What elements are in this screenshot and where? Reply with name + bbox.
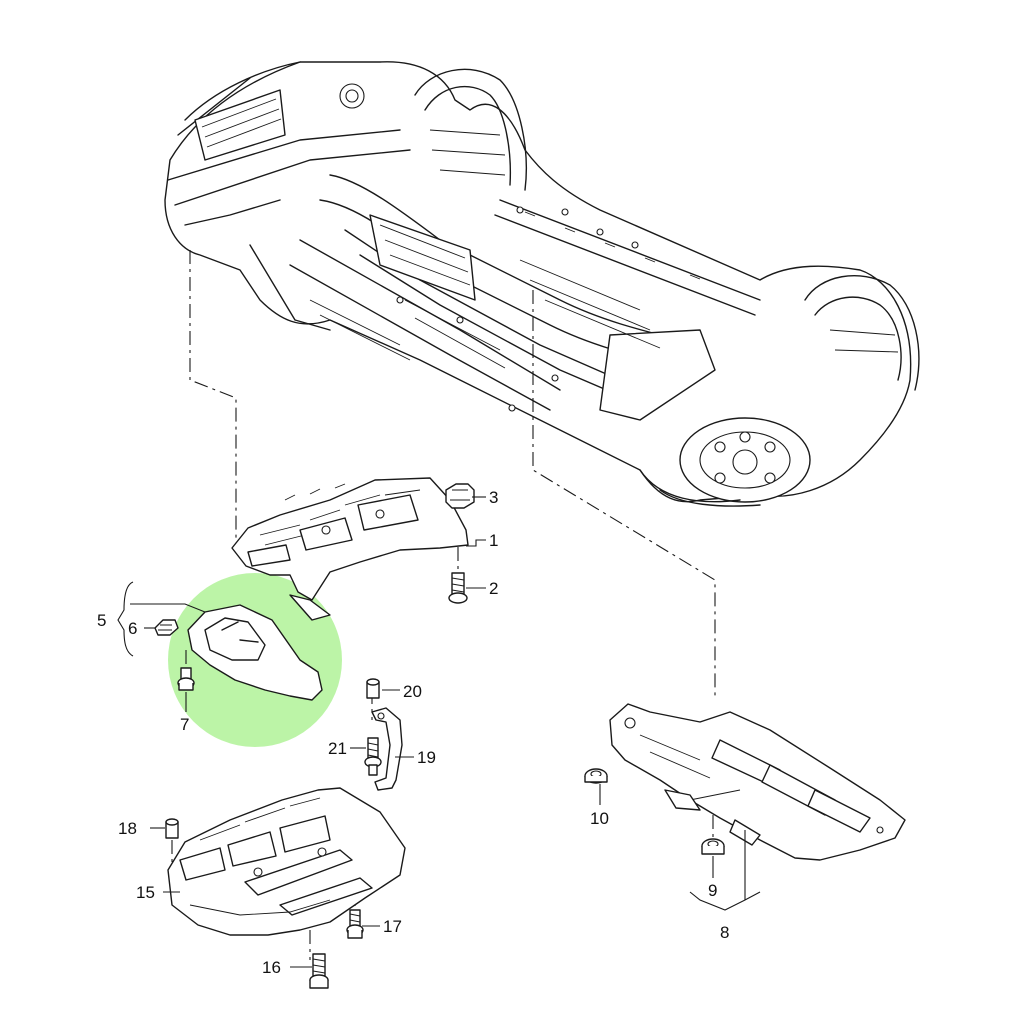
part-18-bolt — [165, 818, 179, 839]
part-15-engine-undershield — [167, 787, 406, 936]
label-part-3: 3 — [489, 488, 498, 507]
leader-lines — [117, 496, 761, 968]
label-part-15: 15 — [136, 883, 155, 902]
part-5-cover-plate — [187, 604, 323, 701]
label-part-10: 10 — [590, 809, 609, 828]
part-19-bracket — [371, 707, 403, 791]
part-8-rear-shield — [609, 703, 906, 861]
part-1-underbody-shield — [231, 477, 469, 621]
label-part-19: 19 — [417, 748, 436, 767]
part-6-clip — [154, 619, 179, 636]
label-part-16: 16 — [262, 958, 281, 977]
part-21-bolt — [364, 737, 382, 776]
part-3-clip — [445, 483, 475, 509]
label-part-2: 2 — [489, 579, 498, 598]
label-part-18: 18 — [118, 819, 137, 838]
label-part-21: 21 — [328, 739, 347, 758]
part-17-bolt — [346, 909, 364, 939]
part-16-bolt — [309, 953, 329, 989]
label-part-8: 8 — [720, 923, 729, 942]
label-part-5: 5 — [97, 611, 106, 630]
vehicle-underbody — [164, 61, 920, 507]
label-part-7: 7 — [180, 715, 189, 734]
part-number-labels: 3 1 2 5 6 7 20 21 19 10 9 8 18 15 17 16 — [97, 488, 729, 977]
part-10-nut — [584, 768, 608, 784]
part-20-bolt — [366, 678, 380, 699]
label-part-6: 6 — [128, 619, 137, 638]
label-part-20: 20 — [403, 682, 422, 701]
part-7-bolt — [177, 667, 195, 691]
label-part-9: 9 — [708, 881, 717, 900]
part-9-nut — [701, 838, 725, 855]
label-part-17: 17 — [383, 917, 402, 936]
label-part-1: 1 — [489, 531, 498, 550]
part-2-bolt — [448, 572, 468, 604]
